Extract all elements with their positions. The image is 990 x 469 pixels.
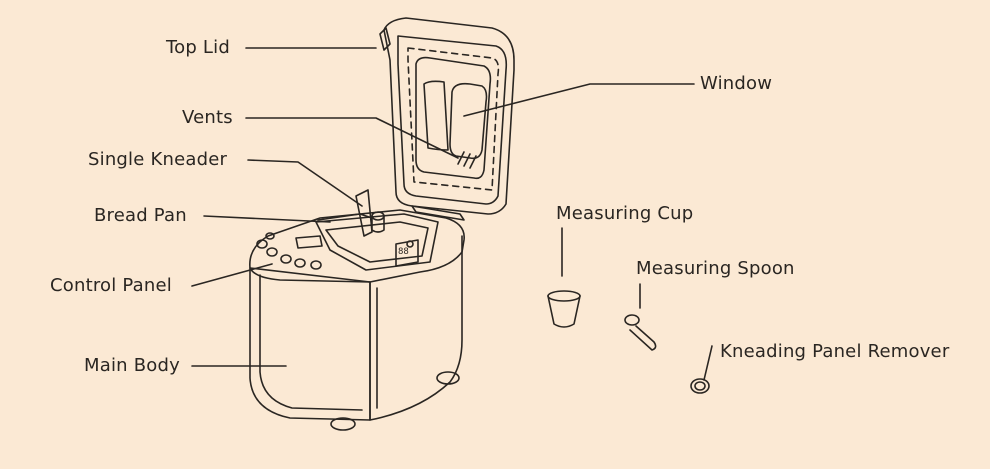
kneading-panel-remover-drawing [690,345,713,394]
label-measuring-cup: Measuring Cup [556,203,694,224]
label-vents: Vents [182,107,233,128]
display-digits: 88 [398,247,409,257]
label-control-panel: Control Panel [50,275,172,296]
bread-pan-drawing [317,189,385,237]
label-window: Window [700,73,773,94]
leader-lines [191,47,695,367]
measuring-spoon-drawing [624,314,657,351]
label-kneading-panel-remover: Kneading Panel Remover [720,341,950,362]
label-top-lid: Top Lid [166,37,230,58]
label-main-body: Main Body [84,355,180,376]
top-lid-drawing [379,17,515,221]
label-measuring-spoon: Measuring Spoon [636,258,795,279]
top-deck [249,209,465,283]
measuring-cup-drawing [547,290,581,328]
label-bread-pan: Bread Pan [94,205,187,226]
main-body-outline [249,235,463,431]
label-single-kneader: Single Kneader [88,149,228,170]
